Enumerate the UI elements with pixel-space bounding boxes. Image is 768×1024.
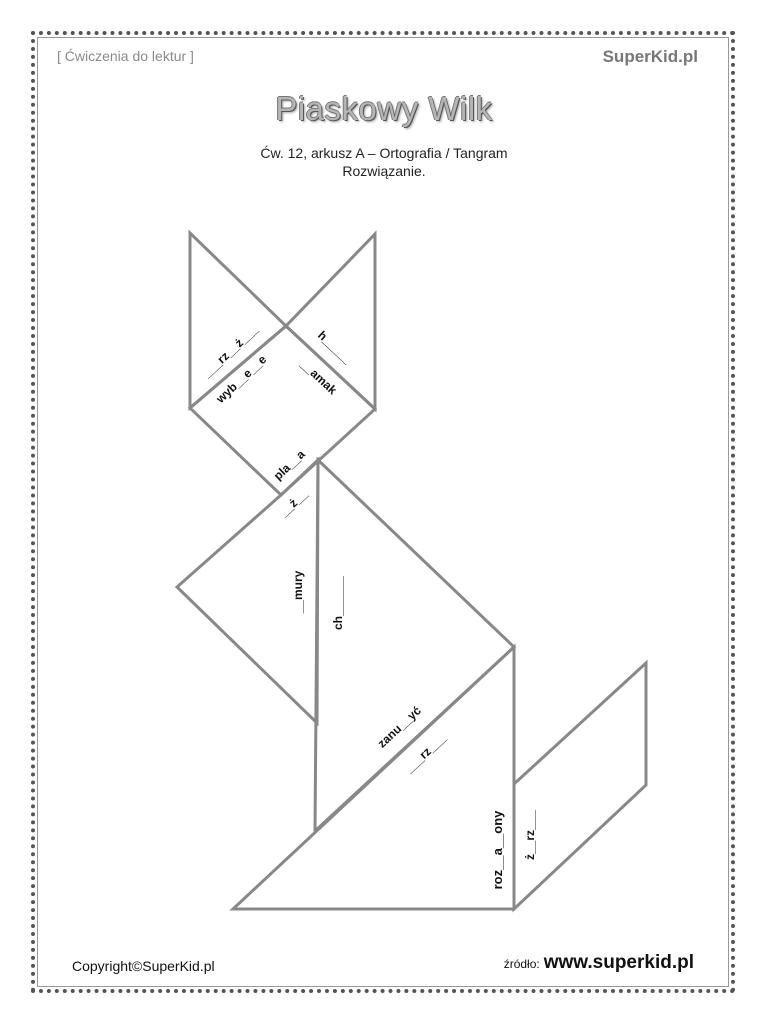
source-url-link[interactable]: www.superkid.pl — [543, 952, 694, 973]
word-z-short: __ż__ — [276, 487, 310, 520]
tangram-body-triangle-top — [313, 456, 517, 835]
tangram-tail-parallelogram — [512, 659, 648, 913]
word-roz: roz__a__ony — [490, 810, 505, 890]
page-title: Piaskowy Wilk — [275, 90, 493, 127]
copyright: Copyright©SuperKid.pl — [72, 958, 215, 974]
subtitle-line-2: Rozwiązanie. — [342, 163, 426, 179]
subtitle-line-1: Ćw. 12, arkusz A – Ortografia / Tangram — [260, 145, 508, 161]
word-zanu: zanu__yć — [375, 703, 424, 750]
page-border — [31, 31, 735, 993]
word-mury: __mury — [291, 570, 305, 614]
section-label: [ Ćwiczenia do lektur ] — [57, 48, 194, 64]
subtitle: Ćw. 12, arkusz A – Ortografia / Tangram … — [0, 144, 768, 180]
tangram-body-triangle-bottom — [229, 643, 516, 911]
word-amak: __amak — [297, 356, 340, 397]
brand-label: SuperKid.pl — [602, 47, 698, 66]
word-z-rz: ż__rz___ — [523, 810, 537, 860]
word-rz-short: ___rz___ — [401, 730, 449, 776]
source: źródło:www.superkid.pl — [504, 952, 694, 974]
source-label: źródło: — [503, 957, 540, 971]
word-pla: pla__a — [271, 447, 308, 483]
word-ch: ch______ — [331, 576, 345, 630]
